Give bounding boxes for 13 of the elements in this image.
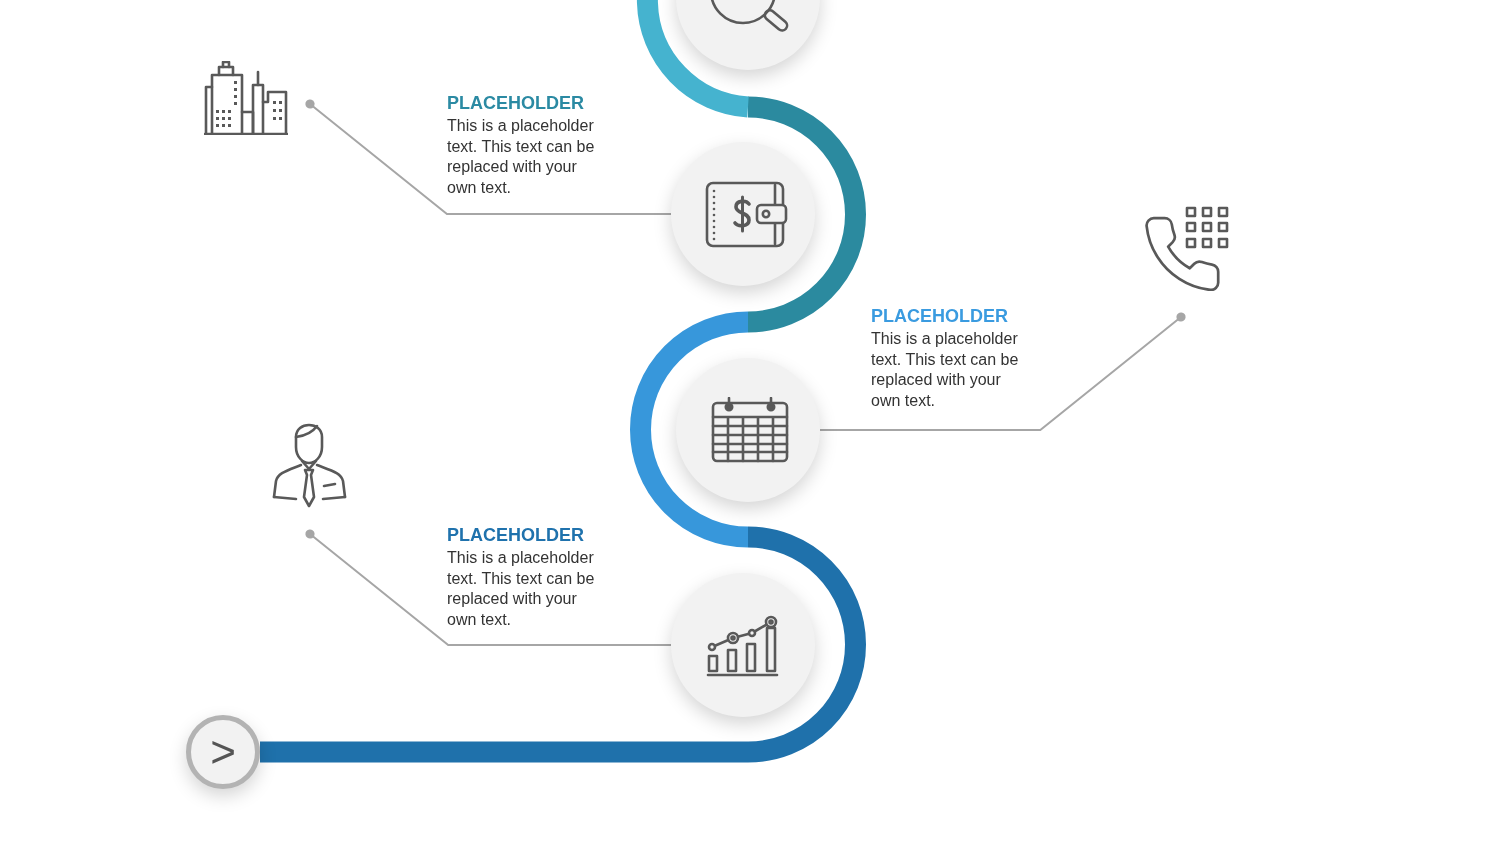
step-description: This is a placeholder text. This text can be replaced with your own text.: [447, 116, 596, 198]
step-description: This is a placeholder text. This text can be replaced with your own text.: [871, 329, 1020, 411]
leader-line: [305, 99, 672, 215]
step-description: This is a placeholder text. This text can be replaced with your own text.: [447, 548, 596, 630]
leader-line: [305, 529, 672, 646]
node-label: >: [210, 730, 236, 774]
start-circle: [186, 715, 260, 789]
step-heading: PLACEHOLDER: [871, 305, 1008, 327]
city-icon: [204, 61, 288, 135]
step-heading: PLACEHOLDER: [447, 92, 584, 114]
phone-icon: [1145, 205, 1231, 291]
step-heading: PLACEHOLDER: [447, 524, 584, 546]
leader-line: [819, 312, 1186, 431]
